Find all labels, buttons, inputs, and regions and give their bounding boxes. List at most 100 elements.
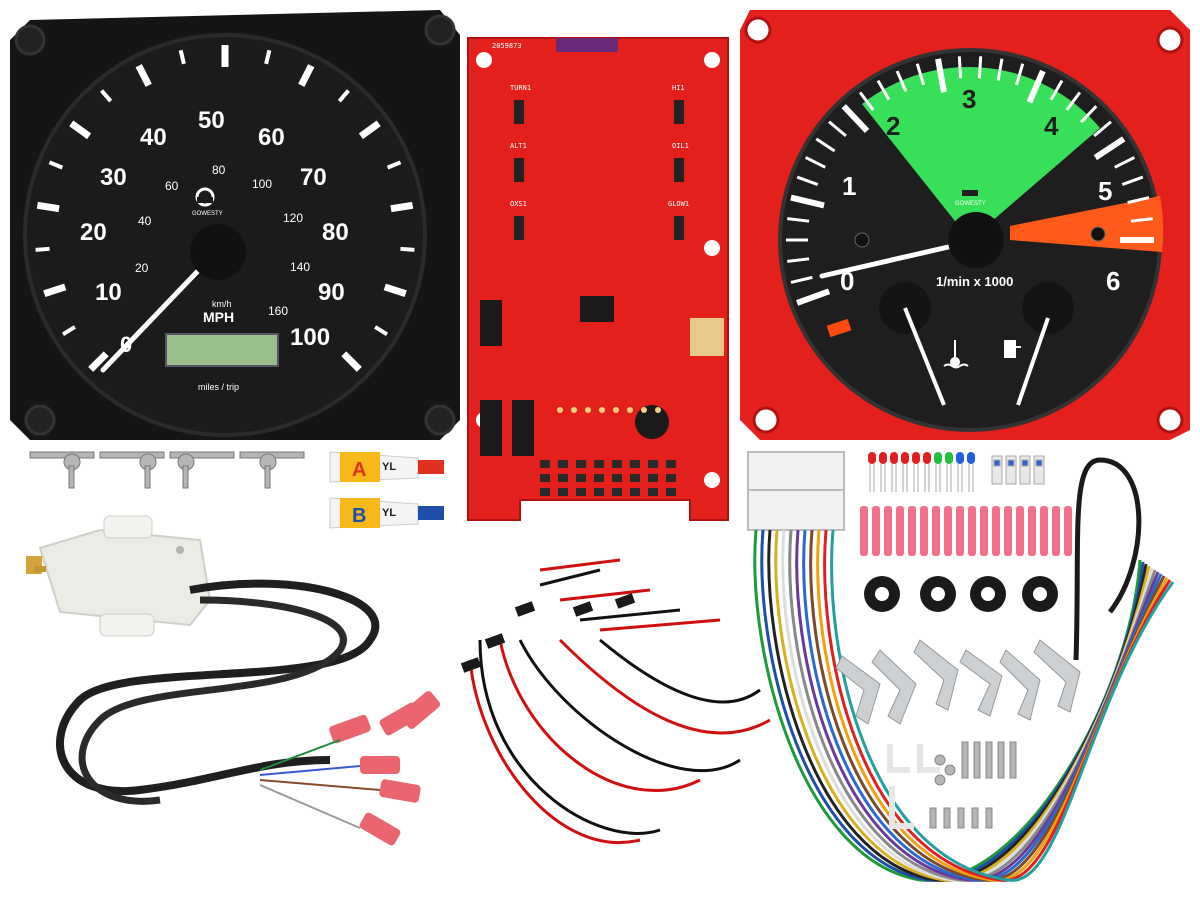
mph-tick-20: 20 [80,219,107,246]
mph-tick-90: 90 [318,279,345,306]
pcb-via [627,407,633,413]
speedometer-tick-mark [298,64,315,87]
speedometer-tick-mark [35,246,50,252]
pcb-pad [630,460,640,468]
tachometer-tick-mark [1026,69,1046,104]
small-screws-set [929,741,1017,829]
tube-a-letter: A [352,459,366,481]
kmh-tick-100: 100 [252,177,272,191]
gps-sensor-module [26,515,212,637]
butt-splice [884,506,892,556]
indicator-leds [868,452,975,492]
pcb-pad [648,474,658,482]
mph-tick-80: 80 [322,219,349,246]
butt-splice [1004,506,1012,556]
speedometer-ticks [35,45,415,372]
led-body [890,452,898,464]
tube-b-brand: YL [382,507,396,519]
tachometer-tick-mark [1127,196,1150,205]
pcb-pad [558,474,568,482]
speedometer-tick-mark [178,49,186,65]
butt-splice [896,506,904,556]
speedometer-tick-mark [36,201,60,213]
tachometer-tick-mark [796,175,819,187]
butt-splice [992,506,1000,556]
tachometer-tick-mark [1093,120,1112,138]
speedometer-tick-mark [358,120,381,140]
pcb-header-pins [556,38,618,52]
tachometer-needle-hub [948,212,1004,268]
tachometer-tick-mark [935,58,947,93]
pcb-label-oxs1: OXS1 [510,200,527,208]
odometer-lcd-display [165,333,279,367]
speedometer-unit-kmh: km/h [212,299,232,309]
tach-warning-marker [826,318,852,338]
butt-splice [920,506,928,556]
led-body [868,452,876,464]
tachometer-tick-mark [1114,156,1136,169]
pcb-pad [594,460,604,468]
speedometer-tick-mark [100,89,113,103]
mph-tick-10: 10 [95,279,122,306]
kmh-tick-60: 60 [165,179,179,193]
coolant-temp-icon [943,340,969,369]
angle-brackets [835,639,1081,725]
tachometer-tick-mark [1093,136,1126,161]
pcb-pad [594,488,604,496]
pcb-solder-pads [540,407,676,496]
adhesive-tube-b: YL B [329,497,444,529]
tachometer-tick-mark [996,58,1004,81]
mph-tick-50: 50 [198,107,225,134]
butt-splice [908,506,916,556]
mph-tick-70: 70 [300,164,327,191]
pcb-via [571,407,577,413]
tachometer-tick-mark [804,156,826,169]
speedometer-tick-mark [386,160,402,170]
kmh-tick-80: 80 [212,163,226,177]
tachometer-ticks [786,56,1154,306]
speedometer-brand: GOWESTY [192,211,223,217]
kmh-tick-160: 160 [268,304,288,318]
wedge-bulbs [991,455,1045,485]
tachometer-tick-mark [790,275,813,284]
tach-tick-3: 3 [962,84,976,114]
fuel-pump-icon [1004,340,1021,358]
harness-connector [747,451,845,531]
pcb-pad [576,460,586,468]
fuel-gauge-hub [1022,282,1074,334]
kmh-tick-40: 40 [138,214,152,228]
speedometer-tick-mark [341,351,362,372]
led-body [967,452,975,464]
rubber-grommets [864,576,1058,612]
tachometer-green-zone [862,66,1100,240]
butt-splice [1016,506,1024,556]
mph-tick-30: 30 [100,164,127,191]
tachometer-tick-mark [977,56,983,79]
pcb-pad [540,474,550,482]
butt-splice [980,506,988,556]
speedometer-tick-mark [88,351,109,372]
wire-connectors [460,593,636,673]
pcb-via [557,407,563,413]
pcb-led-sockets [514,100,684,240]
pcb-pad [540,460,550,468]
led-body [923,452,931,464]
gowesty-logo-icon [195,187,215,207]
tach-tick-4: 4 [1044,111,1059,141]
butt-splice [1028,506,1036,556]
mph-tick-100: 100 [290,324,330,351]
tachometer-needle [819,239,973,279]
butt-splice [1064,506,1072,556]
pcb-pad [666,488,676,496]
pcb-serial: 2059873 [492,42,522,50]
butt-splice [932,506,940,556]
tachometer-tick-mark [1121,175,1144,187]
pcb-pad [612,474,622,482]
adhesive-tube-a: YL A [329,451,444,483]
pcb-pad [594,474,604,482]
speedometer-tick-mark [48,160,64,170]
speedometer-needle-hub [190,224,246,280]
tachometer-tick-mark [1065,91,1082,111]
tachometer-tick-mark [1130,217,1153,223]
